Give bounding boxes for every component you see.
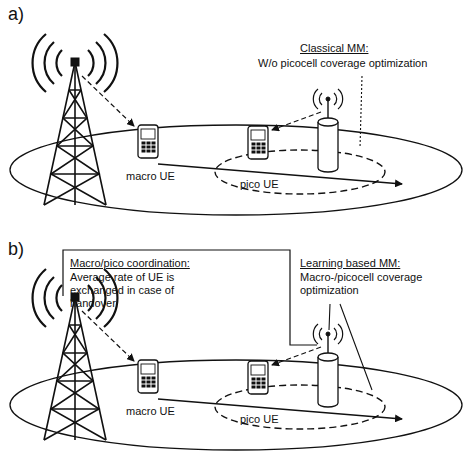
note: Average rate of UE is exchanged in case … <box>70 271 210 310</box>
panel-letter: b) <box>8 239 24 259</box>
heading: Macro/pico coordination: <box>70 257 190 270</box>
heading: Learning based MM: <box>300 257 400 270</box>
note: Macro-/picocell coverage optimization <box>300 271 450 297</box>
note: W/o picocell coverage optimization <box>258 57 427 70</box>
device-label: pico UE <box>240 178 279 191</box>
device-label: pico UE <box>240 413 279 426</box>
panel-letter: a) <box>8 4 24 24</box>
heading: Classical MM: <box>300 42 368 55</box>
device-label: macro UE <box>126 405 175 418</box>
device-label: macro UE <box>126 170 175 183</box>
